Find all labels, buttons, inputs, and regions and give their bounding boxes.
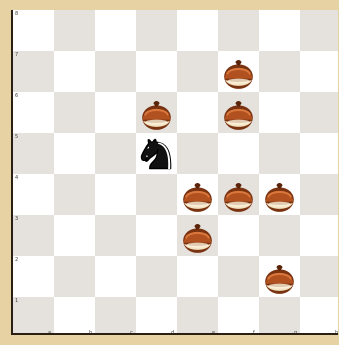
square-f3[interactable] [218,215,259,256]
rank-label-3: 3 [15,217,18,222]
square-f2[interactable] [218,256,259,297]
rank-label-1: 1 [15,299,18,304]
square-g5[interactable] [259,133,300,174]
square-h6[interactable] [300,92,338,133]
square-c4[interactable] [95,174,136,215]
square-a8[interactable] [13,10,54,51]
square-c7[interactable] [95,51,136,92]
square-e2[interactable] [177,256,218,297]
square-c6[interactable] [95,92,136,133]
square-d2[interactable] [136,256,177,297]
square-d4[interactable] [136,174,177,215]
square-e8[interactable] [177,10,218,51]
chestnut-icon[interactable] [177,215,218,256]
file-label-b: b [89,331,92,335]
file-label-c: c [130,331,133,335]
square-h1[interactable] [300,297,338,335]
chestnut-icon[interactable] [218,174,259,215]
chestnut-icon[interactable] [177,174,218,215]
square-b3[interactable] [54,215,95,256]
square-f8[interactable] [218,10,259,51]
square-g3[interactable] [259,215,300,256]
square-e6[interactable] [177,92,218,133]
square-h2[interactable] [300,256,338,297]
rank-label-8: 8 [15,12,18,17]
file-label-a: a [48,331,51,335]
file-label-f: f [253,331,255,335]
square-h4[interactable] [300,174,338,215]
square-g7[interactable] [259,51,300,92]
chestnut-icon[interactable] [218,51,259,92]
square-d3[interactable] [136,215,177,256]
square-c2[interactable] [95,256,136,297]
square-b5[interactable] [54,133,95,174]
square-g8[interactable] [259,10,300,51]
square-d8[interactable] [136,10,177,51]
square-a5[interactable] [13,133,54,174]
square-e7[interactable] [177,51,218,92]
square-d7[interactable] [136,51,177,92]
rank-label-2: 2 [15,258,18,263]
square-c5[interactable] [95,133,136,174]
square-a7[interactable] [13,51,54,92]
file-label-e: e [212,331,215,335]
rank-label-5: 5 [15,135,18,140]
chestnut-icon[interactable] [218,92,259,133]
square-b2[interactable] [54,256,95,297]
chestnut-icon[interactable] [136,92,177,133]
square-a6[interactable] [13,92,54,133]
square-b7[interactable] [54,51,95,92]
rank-label-4: 4 [15,176,18,181]
square-f5[interactable] [218,133,259,174]
square-e5[interactable] [177,133,218,174]
file-label-h: h [335,331,338,335]
square-b4[interactable] [54,174,95,215]
file-label-g: g [294,331,297,335]
square-h8[interactable] [300,10,338,51]
rank-label-6: 6 [15,94,18,99]
square-a2[interactable] [13,256,54,297]
black-knight-icon[interactable] [136,133,177,174]
chess-board[interactable]: 8 7 6 5 4 3 2 1 a b c d e f g h [11,10,338,335]
square-c3[interactable] [95,215,136,256]
square-h7[interactable] [300,51,338,92]
square-b6[interactable] [54,92,95,133]
square-c8[interactable] [95,10,136,51]
square-a3[interactable] [13,215,54,256]
rank-label-7: 7 [15,53,18,58]
square-b8[interactable] [54,10,95,51]
square-h3[interactable] [300,215,338,256]
square-h5[interactable] [300,133,338,174]
chestnut-icon[interactable] [259,174,300,215]
chestnut-icon[interactable] [259,256,300,297]
square-g6[interactable] [259,92,300,133]
file-label-d: d [171,331,174,335]
square-a4[interactable] [13,174,54,215]
